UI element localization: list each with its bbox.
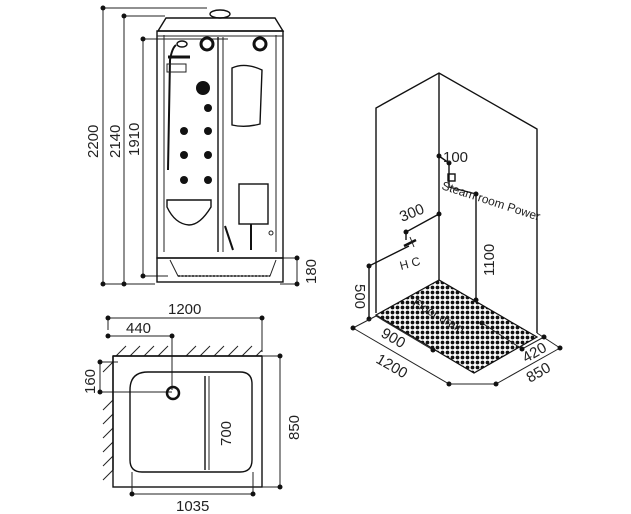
dimension-1035: 1035 [129, 472, 256, 514]
dimension-1200-plan: 1200 [105, 301, 265, 352]
plan-view: 1200 440 160 [82, 301, 303, 514]
wall-hatching [102, 345, 263, 481]
dim-700-label: 700 [218, 421, 235, 446]
dim-850-plan-label: 850 [286, 415, 303, 440]
cabin-front [156, 9, 285, 283]
walls [375, 72, 538, 333]
dim-1200-plan-label: 1200 [168, 301, 201, 318]
dim-2140-label: 2140 [107, 125, 124, 158]
hot-cold-label: H C [398, 254, 422, 273]
floor-drain-area: Floor drain [374, 279, 539, 374]
water-inlets: 300 H C 500 [351, 201, 442, 322]
hot-cold-valve-icon [403, 236, 417, 248]
dim-160-label: 160 [82, 369, 99, 394]
dim-100-label: 100 [443, 149, 468, 166]
dimension-1910: 1910 [126, 36, 228, 279]
dim-300-label: 300 [397, 201, 427, 226]
dimension-440: 440 [105, 320, 175, 390]
front-view: 2200 2140 1910 180 [85, 5, 320, 287]
shower-tray-plan [112, 355, 263, 488]
dim-1910-label: 1910 [126, 123, 143, 156]
dimension-850-plan: 850 [262, 353, 303, 490]
dim-440-label: 440 [126, 320, 151, 337]
dim-1035-label: 1035 [176, 498, 209, 514]
dim-180-label: 180 [303, 259, 320, 284]
dim-2200-label: 2200 [85, 125, 102, 158]
dimension-700: 700 [218, 421, 235, 446]
dim-1200-iso-label: 1200 [373, 351, 410, 382]
isometric-view: Floor drain 100 Steam room Power 1100 30… [350, 72, 563, 387]
dimension-2200: 2200 [85, 5, 207, 287]
steam-room-power-label: Steam room Power [440, 179, 542, 224]
dimension-2140: 2140 [107, 13, 165, 287]
dimension-160: 160 [82, 359, 172, 395]
power-outlet: 100 Steam room Power 1100 [436, 149, 542, 303]
dim-1100-label: 1100 [481, 244, 498, 276]
dimension-180: 180 [280, 255, 320, 287]
dim-500-label: 500 [351, 284, 368, 309]
